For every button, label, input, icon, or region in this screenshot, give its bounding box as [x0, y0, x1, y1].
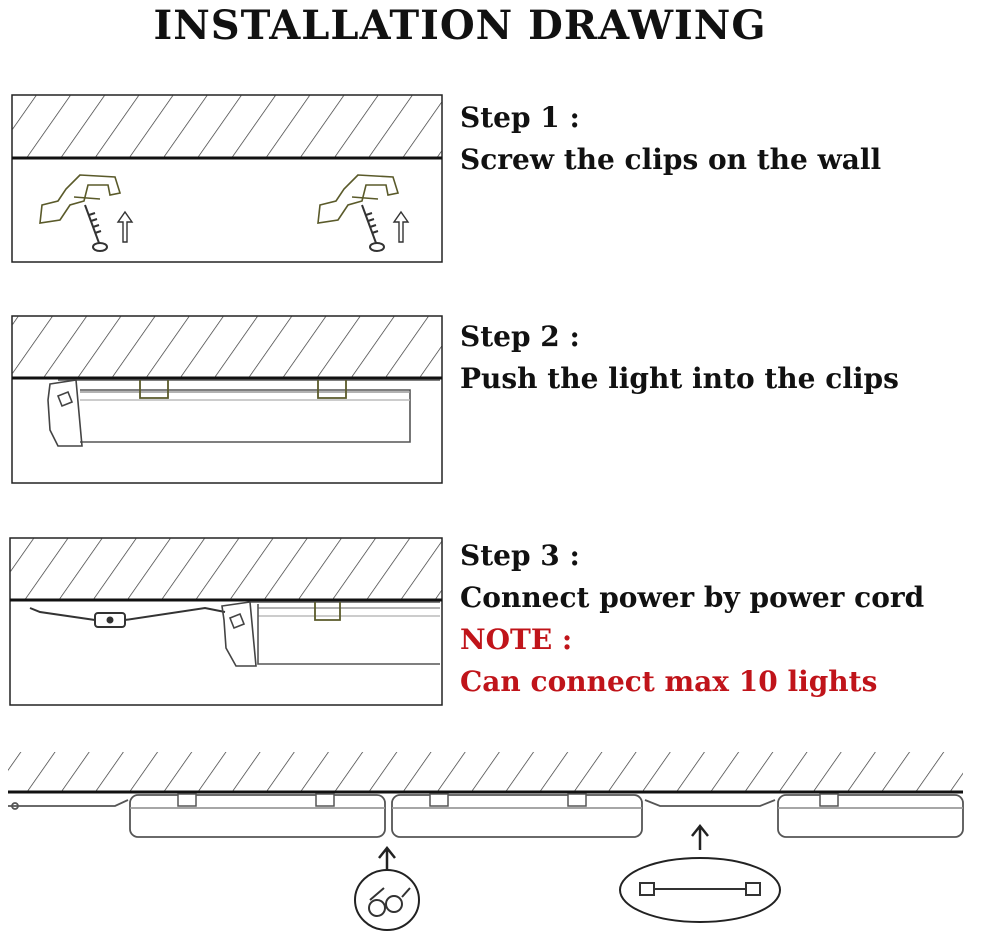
clip-icon: [39, 174, 122, 224]
linking-cord-icon: [619, 857, 781, 923]
step-2-text: Step 2 : Push the light into the clips: [460, 316, 899, 400]
linked-lights-diagram: [8, 752, 964, 931]
note-text: Can connect max 10 lights: [460, 665, 878, 698]
clip-icon: [314, 602, 341, 621]
light-fixture: [221, 601, 440, 667]
note-heading: NOTE :: [460, 623, 573, 656]
page-title: INSTALLATION DRAWING: [153, 2, 767, 49]
light-fixture: [47, 379, 440, 447]
clip-icon: [317, 174, 400, 224]
power-cord: [29, 606, 226, 628]
clip-icon: [139, 380, 347, 399]
arrow-up-icon: [116, 210, 134, 243]
step-1-text: Step 1 : Screw the clips on the wall: [460, 97, 881, 181]
arrow-up-icon: [691, 823, 709, 850]
step-3-text: Step 3 : Connect power by power cord NOT…: [460, 535, 924, 703]
step-3-panel: [9, 537, 443, 706]
step-1-heading: Step 1 :: [460, 101, 580, 134]
step-3-instruction: Connect power by power cord: [460, 581, 925, 614]
screw-icon: [84, 204, 108, 252]
step-2-instruction: Push the light into the clips: [460, 362, 899, 395]
connector-icon: [354, 869, 420, 931]
step-3-heading: Step 3 :: [460, 539, 580, 572]
step-2-heading: Step 2 :: [460, 320, 580, 353]
step-1-panel: [11, 94, 443, 263]
arrow-up-icon: [392, 210, 410, 243]
screw-icon: [361, 204, 385, 252]
arrow-up-icon: [378, 845, 396, 870]
step-1-instruction: Screw the clips on the wall: [460, 143, 882, 176]
step-2-panel: [11, 315, 443, 484]
